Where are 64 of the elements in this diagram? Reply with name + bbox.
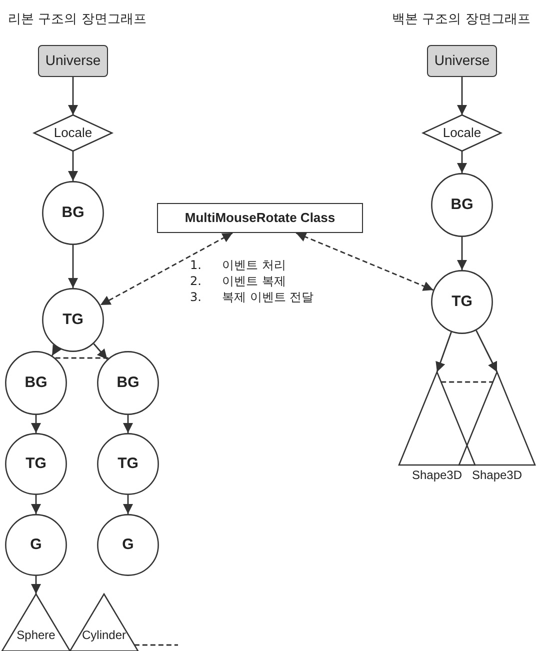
node-label: G	[122, 536, 134, 554]
arrow	[123, 495, 133, 514]
arrow	[31, 415, 41, 433]
arrow	[296, 232, 434, 291]
node-label: BG	[62, 204, 84, 222]
circle-node	[431, 270, 493, 334]
node-label: Locale	[442, 126, 482, 140]
arrow	[51, 344, 62, 356]
decision-diamond	[423, 115, 501, 151]
circle-node	[97, 514, 159, 576]
connector-line	[55, 357, 109, 359]
triangle-node	[2, 594, 70, 651]
arrow	[436, 332, 452, 372]
heading-text: 백본 구조의 장면그래프	[392, 12, 530, 28]
list-number: 2.	[190, 274, 202, 288]
node-label: TG	[452, 294, 472, 310]
arrow	[457, 237, 467, 270]
list-item-text: 복제 이벤트 전달	[222, 290, 314, 304]
node-label: Universe	[434, 53, 490, 69]
arrow	[123, 415, 133, 433]
arrow	[68, 245, 78, 288]
list-item-text: 이벤트 처리	[222, 258, 286, 272]
circle-node	[5, 514, 67, 576]
circle-node	[5, 351, 67, 415]
arrow	[31, 576, 41, 594]
node-label: BG	[24, 374, 48, 392]
node-label: Shape3D	[470, 468, 524, 482]
arrow	[476, 330, 498, 372]
list-item-text: 이벤트 복제	[222, 274, 286, 288]
node-label: G	[30, 536, 42, 554]
node-label: MultiMouseRotate Class	[184, 210, 336, 226]
node-label: BG	[450, 196, 474, 214]
node-label: Universe	[45, 53, 101, 69]
node-label: TG	[62, 312, 84, 328]
circle-node	[97, 351, 159, 415]
connector-line	[441, 381, 493, 383]
circle-node	[97, 433, 159, 495]
arrow	[31, 495, 41, 514]
arrow	[68, 77, 78, 115]
node-label: BG	[116, 374, 140, 392]
node-label: TG	[26, 456, 46, 472]
arrow	[100, 232, 233, 306]
arrow	[457, 151, 467, 173]
node-label: Shape3D	[410, 468, 464, 482]
heading-text: 리본 구조의 장면그래프	[8, 12, 146, 28]
circle-node	[431, 173, 493, 237]
circle-node	[42, 288, 104, 352]
node-label: TG	[118, 456, 138, 472]
arrow	[93, 343, 108, 360]
node-label: Locale	[54, 126, 92, 140]
circle-node	[5, 433, 67, 495]
process-box	[427, 45, 497, 77]
process-box	[157, 203, 363, 233]
decision-diamond	[34, 115, 112, 151]
connector-line	[134, 644, 178, 646]
circle-node	[42, 181, 104, 245]
node-label: Cylinder	[80, 628, 127, 642]
node-label: Sphere	[16, 628, 56, 642]
triangle-node	[70, 594, 138, 651]
process-box	[38, 45, 108, 77]
list-number: 3.	[190, 290, 202, 304]
list-number: 1.	[190, 258, 202, 272]
arrow	[68, 151, 78, 181]
arrow	[457, 77, 467, 115]
